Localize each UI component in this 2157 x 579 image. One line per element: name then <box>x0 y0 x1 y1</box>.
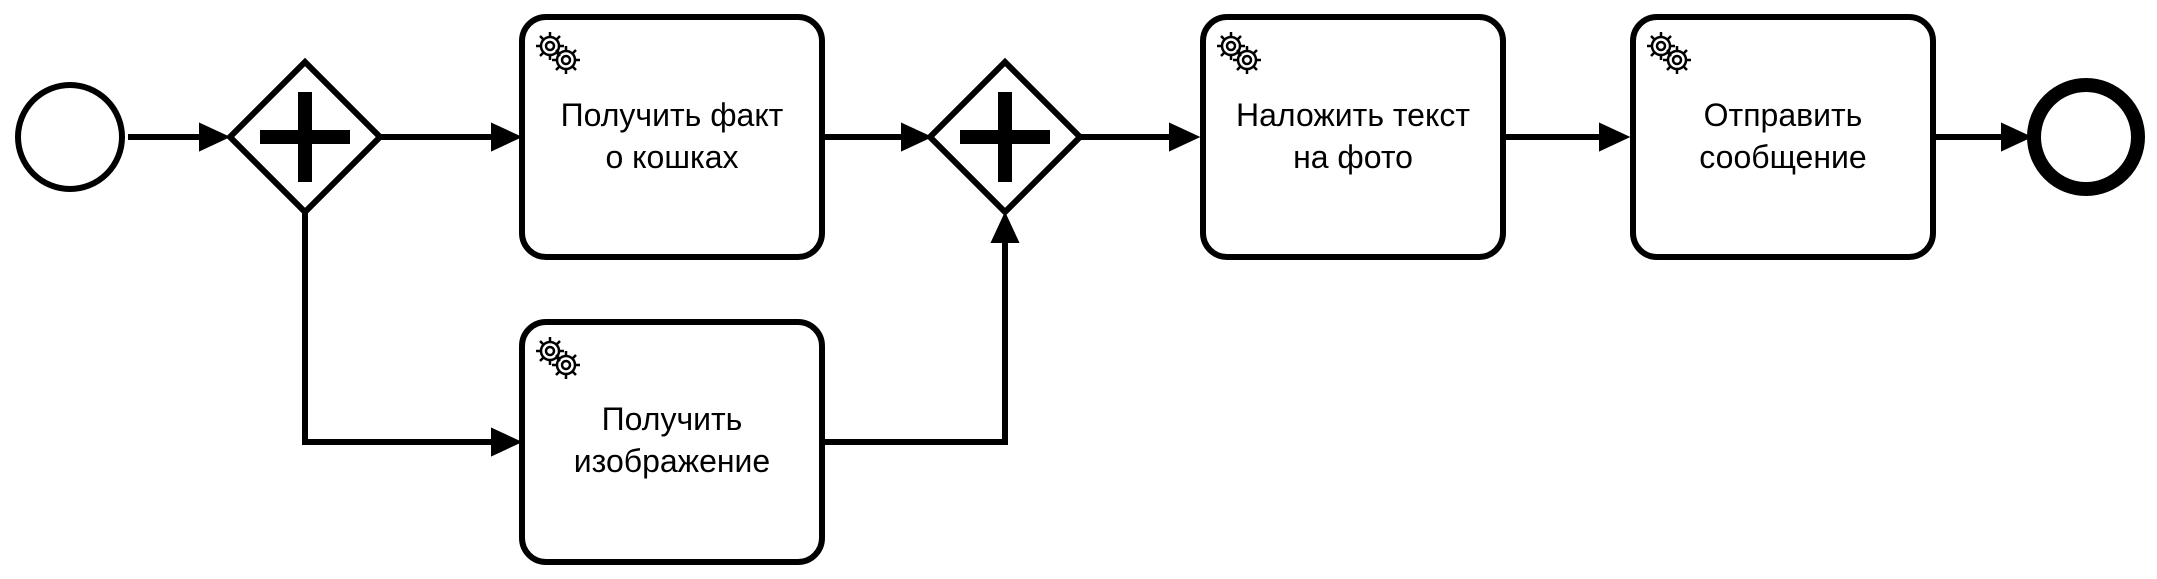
arrowhead <box>1169 122 1201 152</box>
arrowhead <box>2001 122 2033 152</box>
flow-task2-to-gateway2[interactable] <box>822 230 1008 445</box>
start-event[interactable] <box>15 82 125 192</box>
parallel-gateway-join[interactable] <box>925 57 1085 217</box>
task-overlay-text[interactable]: Наложить текст на фото <box>1200 14 1506 260</box>
flow-gateway1-to-task2[interactable] <box>302 212 502 445</box>
task-send-message[interactable]: Отправить сообщение <box>1630 14 1936 260</box>
task-label-line-1: Получить <box>602 401 743 437</box>
task-label-line-2: о кошках <box>605 139 738 175</box>
task-label-line-1: Отправить <box>1704 97 1863 133</box>
task-label-line-2: сообщение <box>1699 139 1866 175</box>
parallel-gateway-split[interactable] <box>225 57 385 217</box>
end-event[interactable] <box>2027 78 2145 196</box>
plus-marker <box>260 130 350 144</box>
arrowhead <box>491 427 523 457</box>
task-get-cat-fact[interactable]: Получить факт о кошках <box>519 14 825 260</box>
task-label-line-2: на фото <box>1293 139 1413 175</box>
arrowhead <box>1599 122 1631 152</box>
sequence-flows <box>128 122 2033 457</box>
task-label-line-2: изображение <box>574 443 770 479</box>
arrowhead <box>990 211 1020 243</box>
task-get-image[interactable]: Получить изображение <box>519 319 825 565</box>
arrowhead <box>491 122 523 152</box>
plus-marker <box>960 130 1050 144</box>
task-label-line-1: Наложить текст <box>1236 97 1470 133</box>
arrowhead <box>901 122 933 152</box>
arrowhead <box>199 122 231 152</box>
task-label-line-1: Получить факт <box>561 97 784 133</box>
